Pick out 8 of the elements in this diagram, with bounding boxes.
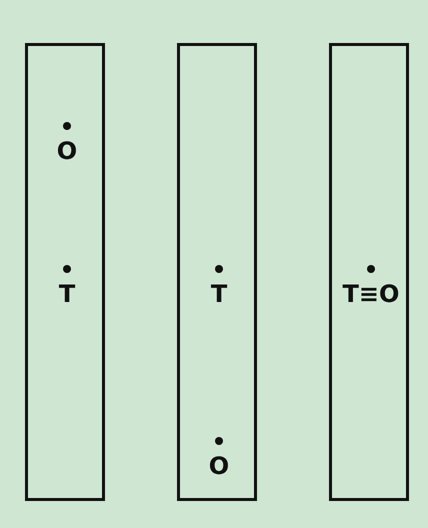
point-label: T xyxy=(58,281,76,307)
point-label: T xyxy=(210,281,228,307)
point-label: O xyxy=(208,453,230,479)
frame-box xyxy=(329,43,409,501)
point-label: O xyxy=(56,138,78,164)
frame-box xyxy=(177,43,257,501)
point-label: T≡O xyxy=(342,281,400,307)
frame-box xyxy=(25,43,105,501)
